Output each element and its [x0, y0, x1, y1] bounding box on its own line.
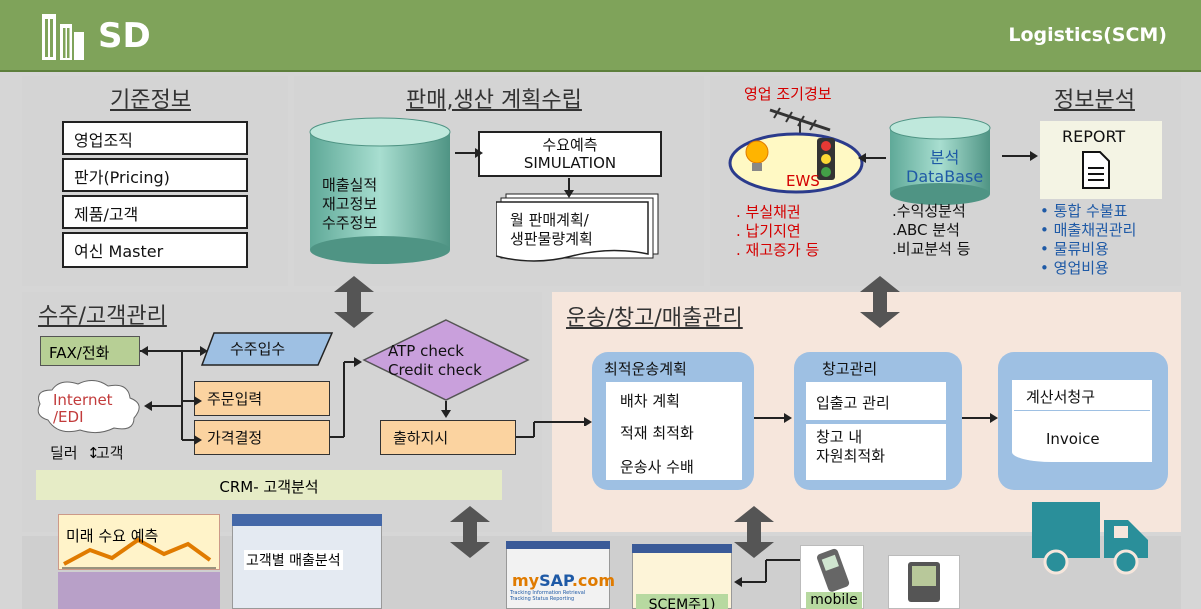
phone-icon — [817, 548, 850, 592]
master-item: 판가(Pricing) — [62, 158, 248, 192]
sales-label: 고객별 매출분석 — [244, 550, 343, 570]
db-label: 분석 DataBase — [906, 148, 984, 186]
bullet-item: • 통합 수불표 — [1040, 202, 1128, 220]
receive-label: 수주입수 — [230, 340, 286, 358]
planning-arrows — [455, 148, 574, 198]
bullet-item: • 매출채권관리 — [1040, 221, 1137, 239]
double-arrow-icon — [860, 276, 900, 328]
bullet-item: • 영업비용 — [1040, 259, 1109, 277]
scem-titlebar — [632, 544, 732, 553]
internet-label: Internet /EDI — [53, 391, 113, 426]
forecast-thumb — [58, 514, 220, 570]
wh-card-title: 창고관리 — [822, 360, 878, 378]
double-arrow-icon — [734, 506, 774, 558]
master-title: 기준정보 — [110, 88, 191, 113]
map-thumb — [58, 572, 220, 609]
traffic-light-icon — [817, 138, 835, 180]
pda-icon — [908, 562, 940, 602]
double-arrow-icon — [334, 276, 374, 328]
plan-item: 운송사 수배 — [620, 458, 694, 476]
crm-bar: CRM- 고객분석 — [36, 470, 502, 500]
entry-box: 주문입력 — [194, 381, 330, 416]
mobile-label: mobile — [806, 592, 862, 609]
wh-item: 입출고 관리 — [816, 394, 890, 412]
billing-item: Invoice — [1046, 430, 1100, 448]
mysap-logo: mySAP.com — [512, 571, 616, 590]
sales-db-cylinder — [309, 117, 451, 264]
double-arrow-icon — [450, 506, 490, 558]
customer-label: 고객 — [96, 444, 124, 462]
simulation-box: 수요예측 SIMULATION — [478, 131, 662, 177]
analysis-db-cylinder — [889, 116, 991, 205]
warning-list: . 부실채권 . 납기지연 . 재고증가 등 — [736, 203, 820, 259]
analysis-arrows — [858, 151, 1038, 163]
wh-to-billing-arrow — [962, 413, 998, 423]
scem-label: SCEM주1) — [636, 594, 728, 609]
plan-item: 적재 최적화 — [620, 424, 694, 442]
ews-label: EWS — [786, 172, 820, 190]
header-subtitle: Logistics(SCM) — [1008, 24, 1167, 46]
plan-doc-text: 월 판매계획/ 생판물량계획 — [510, 211, 593, 248]
bullet-item: • 물류비용 — [1040, 240, 1109, 258]
check-diamond — [362, 319, 530, 401]
order-title: 수주/고객관리 — [38, 304, 167, 329]
mysap-titlebar — [506, 541, 610, 549]
billing-divider — [1014, 410, 1150, 411]
receive-parallelogram — [200, 332, 334, 366]
master-item: 제품/고객 — [62, 195, 248, 229]
truck-icon — [1032, 502, 1148, 575]
billing-card-body — [1012, 380, 1152, 462]
analysis-title: 정보분석 — [1054, 88, 1135, 113]
plan-card-title: 최적운송계획 — [604, 360, 687, 378]
document-icon — [1082, 151, 1110, 189]
billing-item: 계산서청구 — [1026, 388, 1096, 406]
master-item: 여신 Master — [62, 232, 248, 268]
master-item: 영업조직 — [62, 121, 248, 155]
transport-title: 운송/창고/매출관리 — [566, 306, 743, 331]
bulb-icon — [745, 140, 769, 171]
sales-thumb-titlebar — [232, 514, 382, 526]
report-label: REPORT — [1062, 127, 1126, 146]
forecast-label: 미래 수요 예측 — [66, 527, 159, 545]
dealer-customer-arrow: ↕ — [87, 444, 100, 462]
header-bar: SD Logistics(SCM) — [0, 0, 1201, 72]
db-items: .수익성분석 .ABC 분석 .비교분석 등 — [892, 202, 971, 258]
fax-box: FAX/전화 — [40, 336, 140, 366]
tracking-label: Tracking Information Retrieval Tracking … — [510, 590, 586, 602]
wh-card-body2 — [806, 424, 946, 480]
wh-item: 창고 내 자원최적화 — [816, 428, 886, 465]
plan-card-body — [606, 382, 742, 480]
internet-cloud — [37, 380, 140, 434]
forecast-chart-line — [62, 537, 216, 569]
dealer-label: 딜러 — [50, 444, 78, 462]
plan-to-wh-arrow — [754, 413, 792, 423]
plan-doc-stack — [496, 193, 659, 262]
check-label: ATP check Credit check — [388, 342, 482, 379]
transport-entry-arrow — [552, 417, 592, 426]
mobile-arrow — [734, 559, 806, 587]
order-flow-arrows — [140, 346, 552, 445]
building-icon — [42, 14, 84, 60]
cylinder-text: 매출실적 재고정보 수주정보 — [322, 176, 378, 232]
plan-item: 배차 계획 — [620, 392, 680, 410]
header-title: SD — [98, 16, 151, 56]
warning-label: 영업 조기경보 — [744, 85, 832, 103]
wh-card-body1 — [806, 382, 946, 420]
planning-title: 판매,생산 계획수립 — [406, 88, 582, 113]
ship-box: 출하지시 — [380, 420, 516, 455]
analysis-bullets: • 통합 수불표 • 매출채권관리 • 물류비용 • 영업비용 — [1040, 202, 1174, 278]
mysap-thumb — [506, 541, 610, 609]
